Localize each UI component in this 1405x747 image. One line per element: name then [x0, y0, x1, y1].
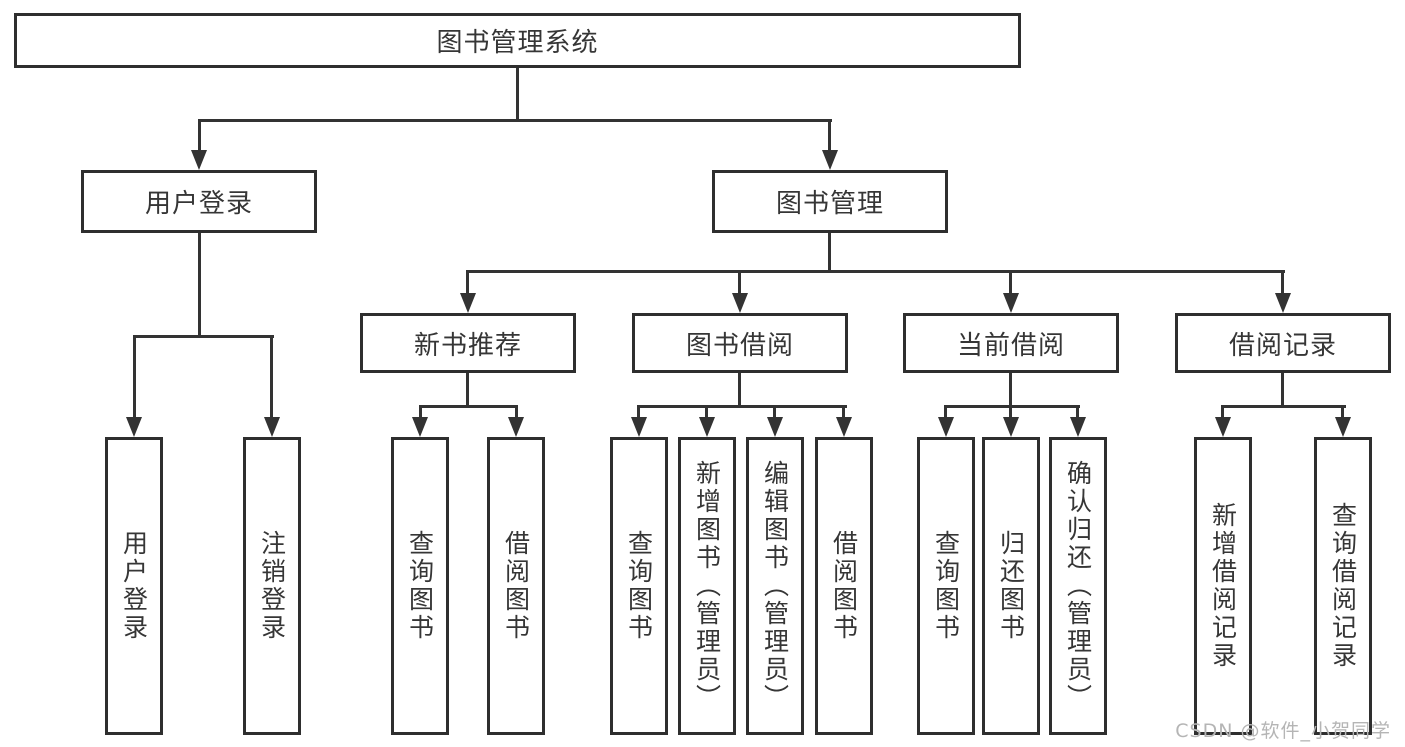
- connector-stem-bb-add: [705, 405, 708, 419]
- connector-stem-new-book: [466, 270, 469, 295]
- leaf-borrow-borrow-books: 借阅图书: [815, 437, 873, 735]
- connector-root-stub: [516, 68, 519, 119]
- connector-stem-borrow-records: [1281, 270, 1284, 295]
- connector-stem-leaf-logout: [270, 335, 273, 417]
- connector-book-borrow-branch: [638, 405, 847, 408]
- connector-stem-current-borrow: [1009, 270, 1012, 295]
- connector-book-borrow-stub: [738, 373, 741, 405]
- arrowhead-nb-borrow: [508, 417, 524, 437]
- arrowhead-nb-query: [412, 417, 428, 437]
- connector-stem-nb-query: [419, 405, 422, 419]
- arrowhead-br-add: [1215, 417, 1231, 437]
- connector-user-login-branch: [133, 335, 274, 338]
- leaf-current-return-books: 归还图书: [982, 437, 1040, 735]
- arrowhead-cb-confirm: [1070, 417, 1086, 437]
- node-root: 图书管理系统: [14, 13, 1021, 68]
- node-current-borrow: 当前借阅: [903, 313, 1119, 373]
- leaf-borrow-query-books: 查询图书: [610, 437, 668, 735]
- connector-stem-user-login: [198, 119, 201, 152]
- leaf-newbook-query-books: 查询图书: [391, 437, 449, 735]
- leaf-borrow-edit-books-admin: 编辑图书（管理员）: [746, 437, 804, 735]
- leaf-user-login: 用户登录: [105, 437, 163, 735]
- connector-book-mgmt-stub: [828, 233, 831, 270]
- node-book-management: 图书管理: [712, 170, 948, 233]
- arrowhead-user-login: [191, 150, 207, 170]
- arrowhead-book-borrow: [732, 293, 748, 313]
- connector-current-borrow-branch: [945, 405, 1080, 408]
- connector-stem-br-add: [1221, 405, 1224, 419]
- connector-stem-book-mgmt: [828, 119, 831, 152]
- connector-stem-bb-edit: [773, 405, 776, 419]
- connector-stem-bb-query: [637, 405, 640, 419]
- arrowhead-bb-borrow: [836, 417, 852, 437]
- connector-stem-bb-borrow: [842, 405, 845, 419]
- connector-level2-branch: [198, 119, 832, 122]
- arrowhead-bb-add: [699, 417, 715, 437]
- connector-new-book-branch: [419, 405, 518, 408]
- leaf-borrow-add-books-admin: 新增图书（管理员）: [678, 437, 736, 735]
- csdn-watermark: CSDN @软件_小贺同学: [1175, 720, 1391, 742]
- arrowhead-leaf-login: [126, 417, 142, 437]
- connector-user-login-stub: [198, 233, 201, 335]
- connector-stem-leaf-login: [133, 335, 136, 417]
- leaf-records-add-record: 新增借阅记录: [1194, 437, 1252, 735]
- node-borrow-records: 借阅记录: [1175, 313, 1391, 373]
- arrowhead-bb-edit: [767, 417, 783, 437]
- connector-stem-cb-confirm: [1076, 405, 1079, 419]
- arrowhead-cb-query: [938, 417, 954, 437]
- connector-stem-book-borrow: [738, 270, 741, 295]
- node-new-book-recommend: 新书推荐: [360, 313, 576, 373]
- arrowhead-book-mgmt: [822, 150, 838, 170]
- arrowhead-borrow-records: [1275, 293, 1291, 313]
- node-book-borrow: 图书借阅: [632, 313, 848, 373]
- arrowhead-bb-query: [631, 417, 647, 437]
- leaf-records-query-record: 查询借阅记录: [1314, 437, 1372, 735]
- connector-stem-br-query: [1341, 405, 1344, 419]
- arrowhead-br-query: [1335, 417, 1351, 437]
- arrowhead-leaf-logout: [264, 417, 280, 437]
- connector-stem-cb-query: [944, 405, 947, 419]
- arrowhead-current-borrow: [1003, 293, 1019, 313]
- leaf-current-confirm-return-admin: 确认归还（管理员）: [1049, 437, 1107, 735]
- node-user-login: 用户登录: [81, 170, 317, 233]
- leaf-logout: 注销登录: [243, 437, 301, 735]
- arrowhead-new-book: [460, 293, 476, 313]
- arrowhead-cb-return: [1003, 417, 1019, 437]
- connector-new-book-stub: [466, 373, 469, 405]
- leaf-newbook-borrow-books: 借阅图书: [487, 437, 545, 735]
- connector-current-borrow-stub: [1009, 373, 1012, 405]
- connector-level3-branch: [467, 270, 1285, 273]
- connector-stem-cb-return: [1009, 405, 1012, 419]
- connector-stem-nb-borrow: [515, 405, 518, 419]
- leaf-current-query-books: 查询图书: [917, 437, 975, 735]
- connector-borrow-records-branch: [1222, 405, 1346, 408]
- connector-borrow-records-stub: [1281, 373, 1284, 405]
